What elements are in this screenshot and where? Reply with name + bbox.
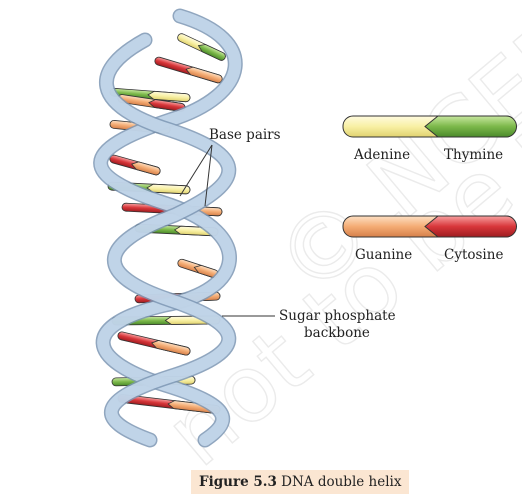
sugar-phosphate-backbone xyxy=(93,8,243,448)
thymine-label: Thymine xyxy=(444,147,503,163)
figure-caption-text: DNA double helix xyxy=(281,474,402,490)
legend-adenine-thymine: Adenine Thymine xyxy=(342,115,517,163)
base-pair-rung xyxy=(109,87,191,103)
base-pair-rung xyxy=(177,258,219,279)
base-pair-rung xyxy=(154,56,223,84)
cytosine-label: Cytosine xyxy=(444,247,503,263)
figure-number: Figure 5.3 xyxy=(199,474,277,490)
adenine-label: Adenine xyxy=(353,147,410,163)
sugar-phosphate-label: Sugar phosphate xyxy=(279,308,396,324)
callout-lines xyxy=(179,144,275,317)
base-pair-rung xyxy=(117,331,191,356)
guanine-label: Guanine xyxy=(355,247,412,263)
base-pair-rung xyxy=(109,154,161,176)
base-pair-rung xyxy=(177,33,226,61)
backbone-label: backbone xyxy=(304,325,370,341)
legend-guanine-cytosine: Guanine Cytosine xyxy=(342,215,517,263)
base-pairs-label: Base pairs xyxy=(209,127,281,143)
figure-caption: Figure 5.3 DNA double helix xyxy=(191,470,410,494)
